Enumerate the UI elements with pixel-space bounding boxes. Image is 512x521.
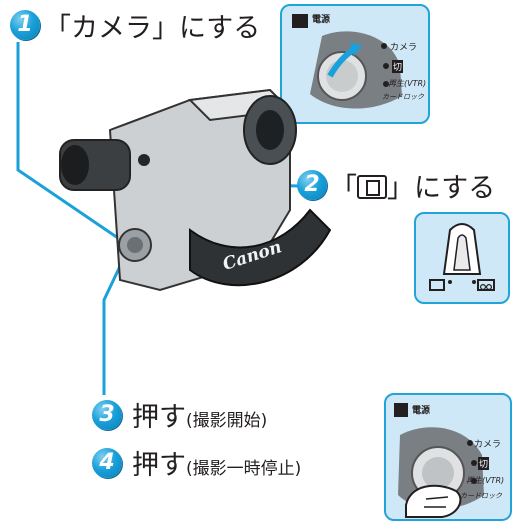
step-2-label: 「」にする <box>330 166 495 205</box>
camcorder-illustration <box>59 88 332 292</box>
step-4-label: 押す(撮影一時停止) <box>132 443 301 482</box>
step-3-detail: (撮影開始) <box>186 411 268 431</box>
step-3-badge: 3 <box>92 400 122 430</box>
card-lock-label: カードロック <box>382 93 424 101</box>
power-label: 電源 <box>312 15 331 25</box>
step-2-badge: 2 <box>297 170 327 200</box>
play-vtr-label: 再生(VTR) <box>388 79 427 88</box>
mode-switch-panel <box>414 212 510 304</box>
record-button-illustration <box>394 403 484 518</box>
power-switch-panel-top: 電源 カメラ 切 再生(VTR) カードロック <box>280 4 430 124</box>
camera-mode-label: カメラ <box>390 43 418 53</box>
bottom-play-vtr-label: 再生(VTR) <box>466 476 505 485</box>
mode-slide-switch-illustration <box>429 223 495 291</box>
off-label: 切 <box>392 60 404 73</box>
step-1-label: 「カメラ」にする <box>44 13 261 44</box>
bottom-camera-label: カメラ <box>474 440 502 450</box>
step-3-action: 押す <box>132 402 186 433</box>
step-2-bracket-open: 「 <box>330 173 357 204</box>
power-dial-illustration <box>292 14 402 109</box>
bottom-power-label: 電源 <box>412 406 431 416</box>
power-switch-panel-bottom: 電源 カメラ 切 再生(VTR) カードロック <box>384 393 512 521</box>
step-1-badge: 1 <box>10 10 40 40</box>
bottom-card-lock-label: カードロック <box>460 492 502 500</box>
step-3-label: 押す(撮影開始) <box>132 395 267 434</box>
step-4-badge: 4 <box>92 448 122 478</box>
step-2-suffix: 」にする <box>387 173 496 204</box>
photo-mode-icon <box>357 175 387 199</box>
bottom-off-label: 切 <box>478 457 490 470</box>
step-4-detail: (撮影一時停止) <box>186 459 302 479</box>
step-4-action: 押す <box>132 450 186 481</box>
